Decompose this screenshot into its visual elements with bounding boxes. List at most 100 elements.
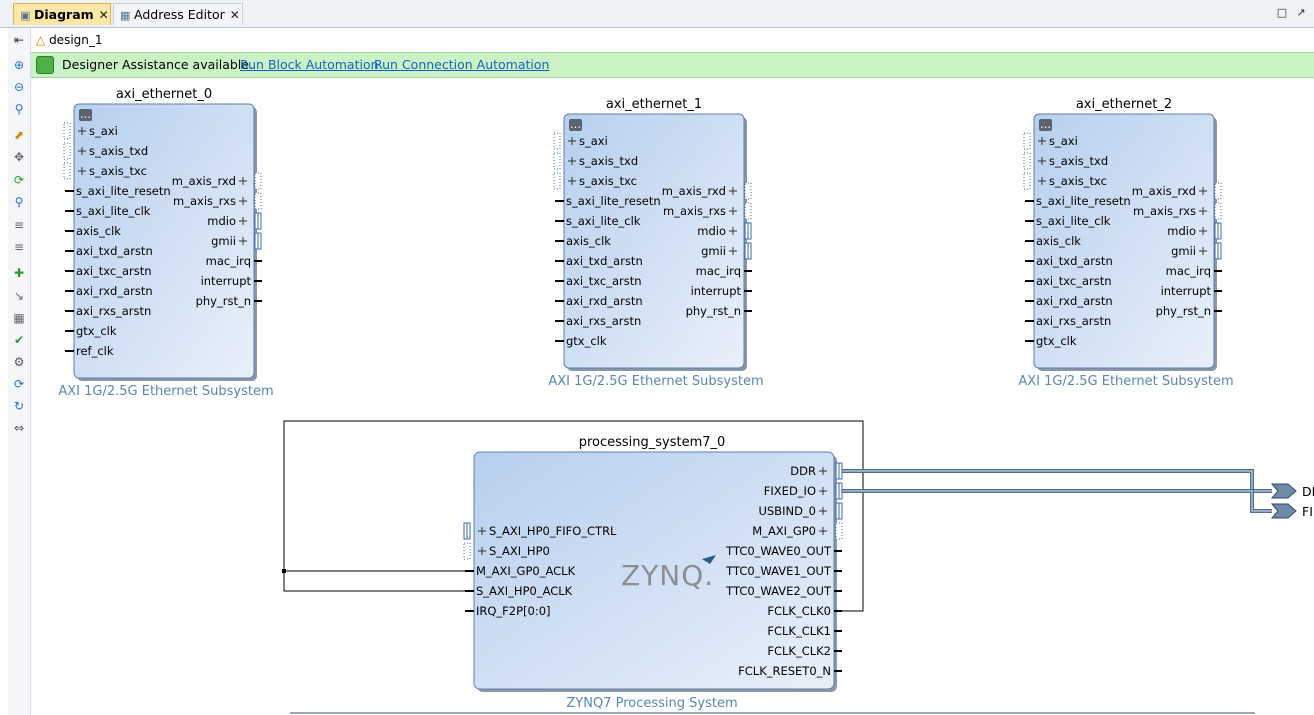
expand-plus-icon[interactable] (239, 217, 247, 225)
expand-plus-icon[interactable] (1038, 137, 1046, 145)
expand-plus-icon[interactable] (478, 547, 486, 555)
expand-plus-icon[interactable] (239, 197, 247, 205)
bus-interface-marker (835, 522, 843, 540)
expand-plus-icon[interactable] (568, 137, 576, 145)
add-ip-icon[interactable]: ✚ (13, 266, 25, 280)
block-settings-icon[interactable] (79, 109, 92, 121)
make-connection-icon[interactable]: ↘ (13, 289, 25, 303)
port-axi_rxd_arstn: axi_rxd_arstn (76, 284, 153, 298)
expand-plus-icon[interactable] (819, 467, 827, 475)
block-axi_ethernet_1[interactable]: ...s_axis_axis_txds_axis_txcs_axi_lite_r… (553, 113, 752, 371)
port-phy_rst_n: phy_rst_n (686, 304, 741, 318)
clock-net-wire[interactable] (283, 420, 864, 612)
external-port-0[interactable] (1270, 483, 1297, 499)
port-gtx_clk: gtx_clk (566, 334, 607, 348)
align-icon[interactable]: ≡ (13, 218, 25, 232)
maximize-icon[interactable]: □ (1276, 6, 1288, 19)
block-processing_system7_0[interactable]: ZYNQ.S_AXI_HP0_FIFO_CTRLS_AXI_HP0M_AXI_G… (463, 451, 843, 692)
port-S_AXI_HP0: S_AXI_HP0 (489, 544, 550, 558)
regenerate-icon[interactable]: ▦ (13, 311, 25, 325)
diagram-canvas[interactable]: ...s_axis_axis_txds_axis_txcs_axi_lite_r… (31, 77, 1314, 715)
float-window-icon[interactable]: ↗ (1296, 6, 1306, 19)
port-TTC0_WAVE2_OUT: TTC0_WAVE2_OUT (725, 584, 832, 598)
bus-interface-marker (463, 542, 471, 560)
select-icon[interactable]: ⬈ (13, 128, 25, 142)
block-name: axi_ethernet_1 (606, 97, 702, 112)
bus-interface-marker (63, 162, 71, 180)
banner-message: Designer Assistance available. (62, 57, 253, 72)
block-subtitle: AXI 1G/2.5G Ethernet Subsystem (548, 374, 763, 389)
port-gmii: gmii (211, 234, 236, 248)
port-axi_rxd_arstn: axi_rxd_arstn (566, 294, 643, 308)
block-body[interactable] (73, 103, 255, 379)
bus-net-1[interactable] (842, 489, 1272, 513)
block-name: processing_system7_0 (579, 435, 726, 450)
zoom-out-icon[interactable]: ⊖ (13, 80, 25, 94)
block-settings-icon[interactable] (1039, 119, 1052, 131)
port-s_axi_lite_resetn: s_axi_lite_resetn (566, 194, 661, 208)
port-s_axi: s_axi (579, 134, 608, 148)
port-s_axis_txd: s_axis_txd (579, 154, 638, 168)
close-tab-icon[interactable]: ✕ (229, 8, 240, 22)
expand-plus-icon[interactable] (1038, 157, 1046, 165)
block-axi_ethernet_2[interactable]: ...s_axis_axis_txds_axis_txcs_axi_lite_r… (1023, 113, 1222, 371)
expand-plus-icon[interactable] (819, 527, 827, 535)
expand-plus-icon[interactable] (729, 207, 737, 215)
expand-plus-icon[interactable] (568, 177, 576, 185)
close-tab-icon[interactable]: ✕ (98, 8, 109, 22)
bus-interface-marker (553, 172, 561, 190)
expand-plus-icon[interactable] (239, 177, 247, 185)
bus-interface-marker (744, 202, 752, 220)
distribute-icon[interactable]: ≡ (13, 240, 25, 254)
auto-connect-icon[interactable]: ⟳ (13, 173, 25, 187)
zoom-fit-icon[interactable]: ⚲ (14, 102, 24, 116)
expand-plus-icon[interactable] (729, 247, 737, 255)
expand-plus-icon[interactable] (568, 157, 576, 165)
port-axi_txd_arstn: axi_txd_arstn (566, 254, 643, 268)
settings-icon[interactable]: ⚙ (13, 355, 25, 369)
reload-icon[interactable]: ↻ (13, 399, 25, 413)
expand-plus-icon[interactable] (239, 237, 247, 245)
bus-interface-marker (254, 172, 262, 190)
search-icon[interactable]: ⚲ (14, 195, 24, 209)
external-port-1[interactable] (1270, 503, 1297, 519)
port-s_axi_lite_clk: s_axi_lite_clk (566, 214, 641, 228)
port-interrupt: interrupt (1161, 284, 1212, 298)
expand-plus-icon[interactable] (819, 507, 827, 515)
port-gmii: gmii (701, 244, 726, 258)
expand-plus-icon[interactable] (729, 187, 737, 195)
expand-plus-icon[interactable] (1199, 187, 1207, 195)
port-gtx_clk: gtx_clk (76, 324, 117, 338)
breadcrumb-design[interactable]: design_1 (49, 33, 103, 47)
expand-plus-icon[interactable] (78, 127, 86, 135)
validate-icon[interactable]: ✔ (13, 333, 25, 347)
collapse-icon[interactable]: ⇤ (13, 33, 25, 47)
fit-selection-icon[interactable]: ✥ (13, 150, 25, 164)
zoom-in-icon[interactable]: ⊕ (13, 58, 25, 72)
block-settings-icon[interactable] (569, 119, 582, 131)
run-connection-automation-link[interactable]: Run Connection Automation (374, 57, 550, 72)
expand-plus-icon[interactable] (1199, 227, 1207, 235)
expand-plus-icon[interactable] (729, 227, 737, 235)
tab-diagram-label: Diagram (34, 7, 94, 22)
tab-diagram[interactable]: ▣Diagram✕ (13, 3, 111, 25)
port-s_axis_txc: s_axis_txc (1049, 174, 1107, 188)
expand-plus-icon[interactable] (478, 527, 486, 535)
run-block-automation-link[interactable]: Run Block Automation (240, 57, 379, 72)
expand-plus-icon[interactable] (78, 167, 86, 175)
port-m_axis_rxd: m_axis_rxd (662, 184, 726, 198)
expand-plus-icon[interactable] (1199, 207, 1207, 215)
port-axi_rxs_arstn: axi_rxs_arstn (76, 304, 151, 318)
expand-plus-icon[interactable] (819, 487, 827, 495)
breadcrumb: △ design_1 (36, 31, 103, 49)
port-axi_txc_arstn: axi_txc_arstn (1036, 274, 1112, 288)
bus-net-0[interactable] (842, 469, 1272, 493)
expand-icon[interactable]: ⇔ (13, 421, 25, 435)
expand-plus-icon[interactable] (78, 147, 86, 155)
refresh-icon[interactable]: ⟳ (13, 377, 25, 391)
expand-plus-icon[interactable] (1199, 247, 1207, 255)
tab-address-editor[interactable]: ▦Address Editor✕ (113, 3, 243, 25)
block-axi_ethernet_0[interactable]: ...s_axis_axis_txds_axis_txcs_axi_lite_r… (63, 103, 262, 381)
tab-address-label: Address Editor (134, 7, 225, 22)
expand-plus-icon[interactable] (1038, 177, 1046, 185)
